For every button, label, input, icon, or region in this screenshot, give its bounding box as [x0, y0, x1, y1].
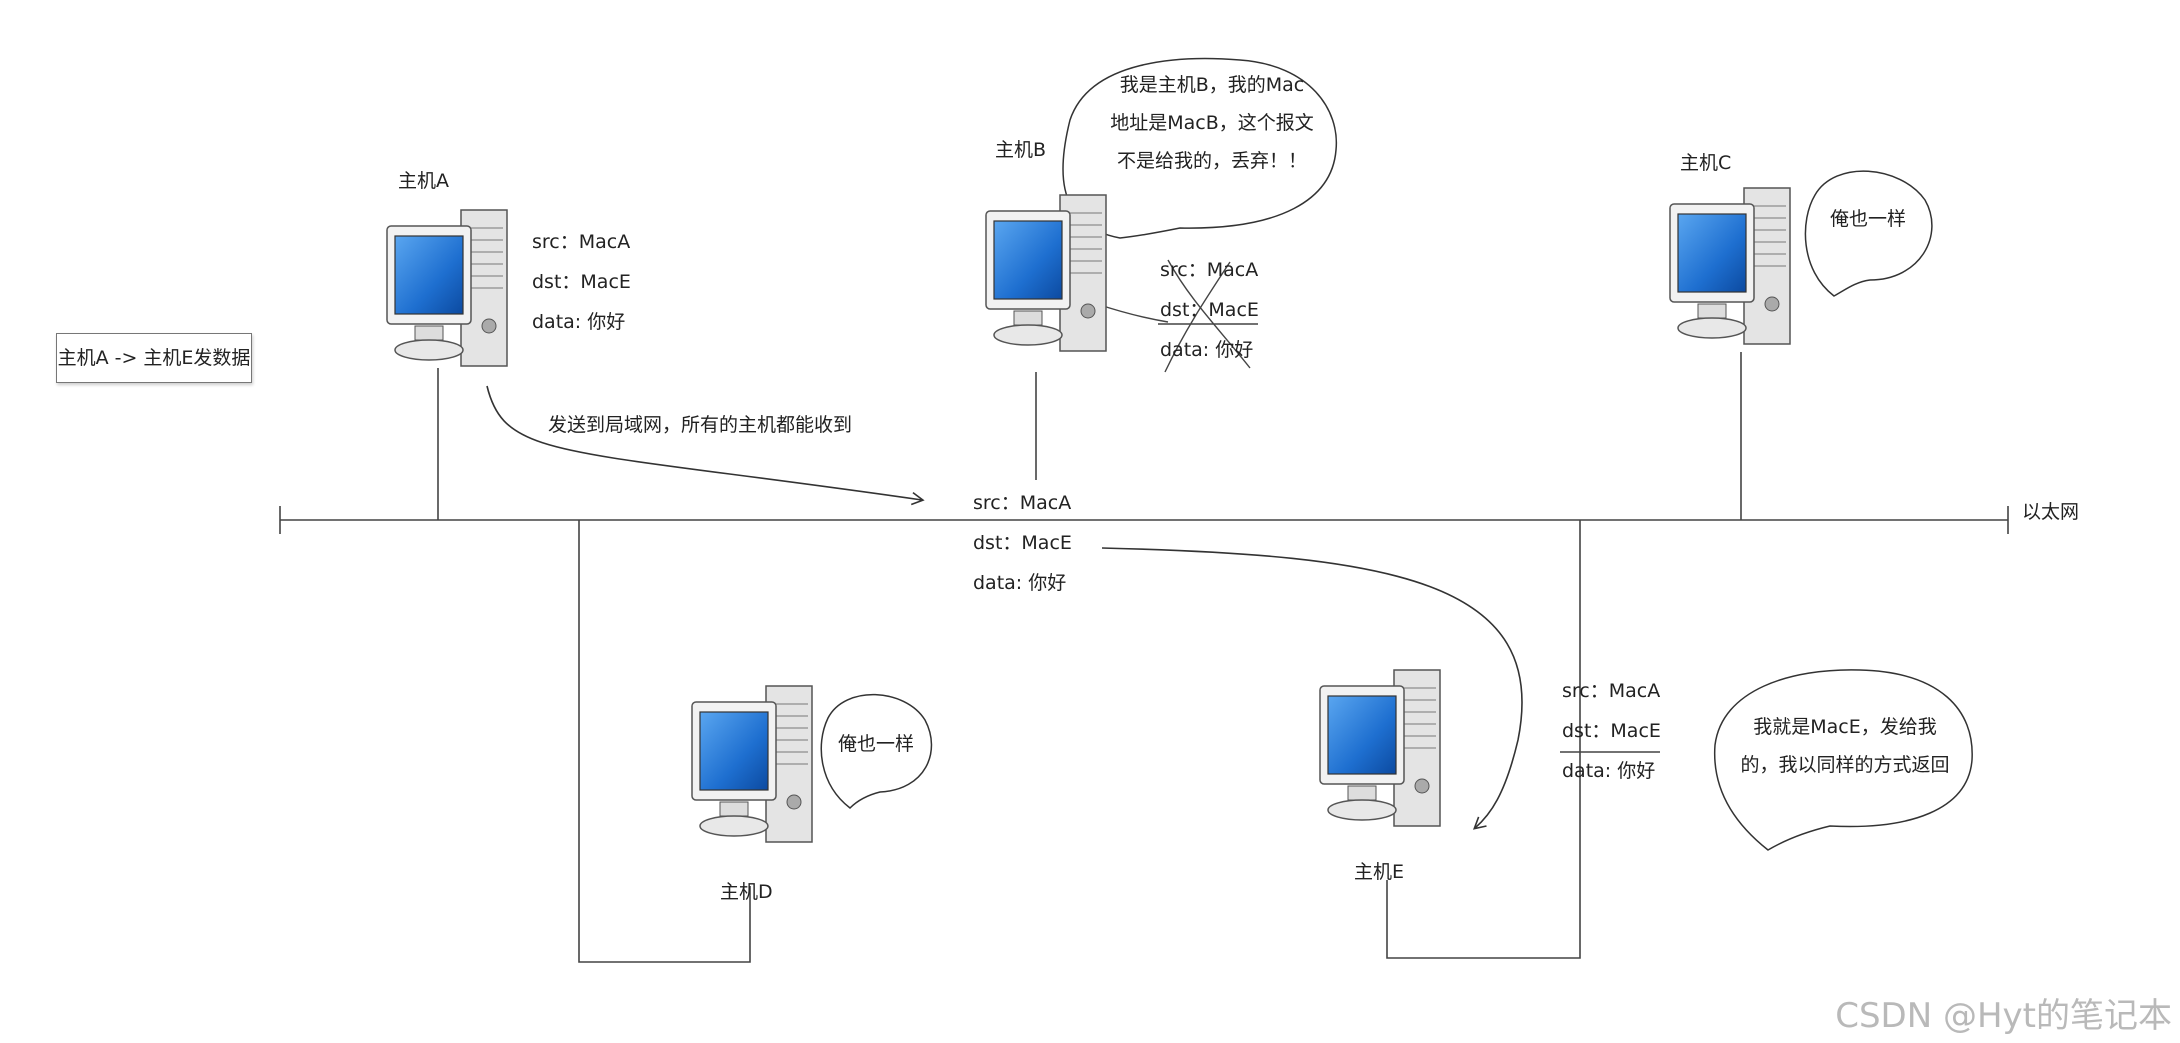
ethernet-bus — [279, 506, 2009, 534]
deliver-arrow — [1101, 547, 1523, 830]
discard-cross-mark — [1164, 259, 1251, 373]
host-e-label: 主机E — [1354, 861, 1405, 883]
host-b-label: 主机B — [995, 139, 1047, 161]
ethernet-label: 以太网 — [2022, 501, 2080, 523]
packet-dst: dst：MacE — [1562, 720, 1661, 742]
packet-on-bus: src：MacA dst：MacE data: 你好 — [973, 483, 1072, 603]
packet-src: src：MacA — [1160, 259, 1259, 281]
packet-src: src：MacA — [1562, 680, 1661, 702]
bubble-line: 不是给我的，丢弃！！ — [1116, 150, 1307, 172]
host-c-bubble: 俺也一样 — [1812, 200, 1924, 238]
send-arrow — [486, 385, 925, 506]
host-d-bubble: 俺也一样 — [822, 725, 930, 763]
packet-src: src：MacA — [973, 492, 1072, 514]
host-c-label: 主机C — [1680, 152, 1732, 174]
bubble-line: 我就是MacE，发给我 — [1753, 716, 1937, 738]
host-connections — [437, 352, 1742, 963]
packet-data: data: 你好 — [1160, 339, 1254, 361]
bubble-line: 俺也一样 — [837, 733, 914, 755]
host-a-label: 主机A — [398, 170, 449, 192]
packet-dst: dst：MacE — [1160, 299, 1259, 321]
host-b-bubble: 我是主机B，我的Mac 地址是MacB，这个报文 不是给我的，丢弃！！ — [1096, 66, 1328, 180]
computer-e-icon — [1318, 668, 1442, 828]
packet-host-b-discarded: src：MacA dst：MacE data: 你好 — [1160, 250, 1259, 370]
packet-host-a: src：MacA dst：MacE data: 你好 — [532, 222, 631, 342]
packet-data: data: 你好 — [532, 311, 626, 333]
host-d-link — [578, 520, 751, 963]
packet-src: src：MacA — [532, 231, 631, 253]
packet-dst: dst：MacE — [532, 271, 631, 293]
watermark: CSDN @Hyt的笔记本 — [1835, 996, 2172, 1036]
host-d-label: 主机D — [720, 881, 773, 903]
packet-data: data: 你好 — [1562, 760, 1656, 782]
scenario-note: 主机A -> 主机E发数据 — [56, 333, 252, 383]
packet-dst: dst：MacE — [973, 532, 1072, 554]
bubble-line: 我是主机B，我的Mac — [1119, 74, 1305, 96]
host-e-bubble: 我就是MacE，发给我 的，我以同样的方式返回 — [1720, 708, 1970, 784]
computer-d-icon — [690, 684, 814, 844]
bubble-d-outline — [820, 693, 933, 809]
computer-c-icon — [1668, 186, 1792, 346]
computer-a-icon — [385, 208, 509, 368]
bubble-line: 的，我以同样的方式返回 — [1740, 754, 1950, 776]
bubble-e-outline — [1713, 669, 1973, 851]
bubble-line: 地址是MacB，这个报文 — [1110, 112, 1314, 134]
send-description: 发送到局域网，所有的主机都能收到 — [548, 414, 853, 436]
packet-host-e: src：MacA dst：MacE data: 你好 — [1562, 671, 1661, 791]
host-e-link — [1386, 520, 1581, 959]
computer-b-icon — [984, 193, 1108, 353]
bubble-b-outline — [1062, 57, 1338, 239]
packet-data: data: 你好 — [973, 572, 1067, 594]
bubble-c-outline — [1804, 170, 1933, 297]
bubble-line: 俺也一样 — [1829, 208, 1906, 230]
